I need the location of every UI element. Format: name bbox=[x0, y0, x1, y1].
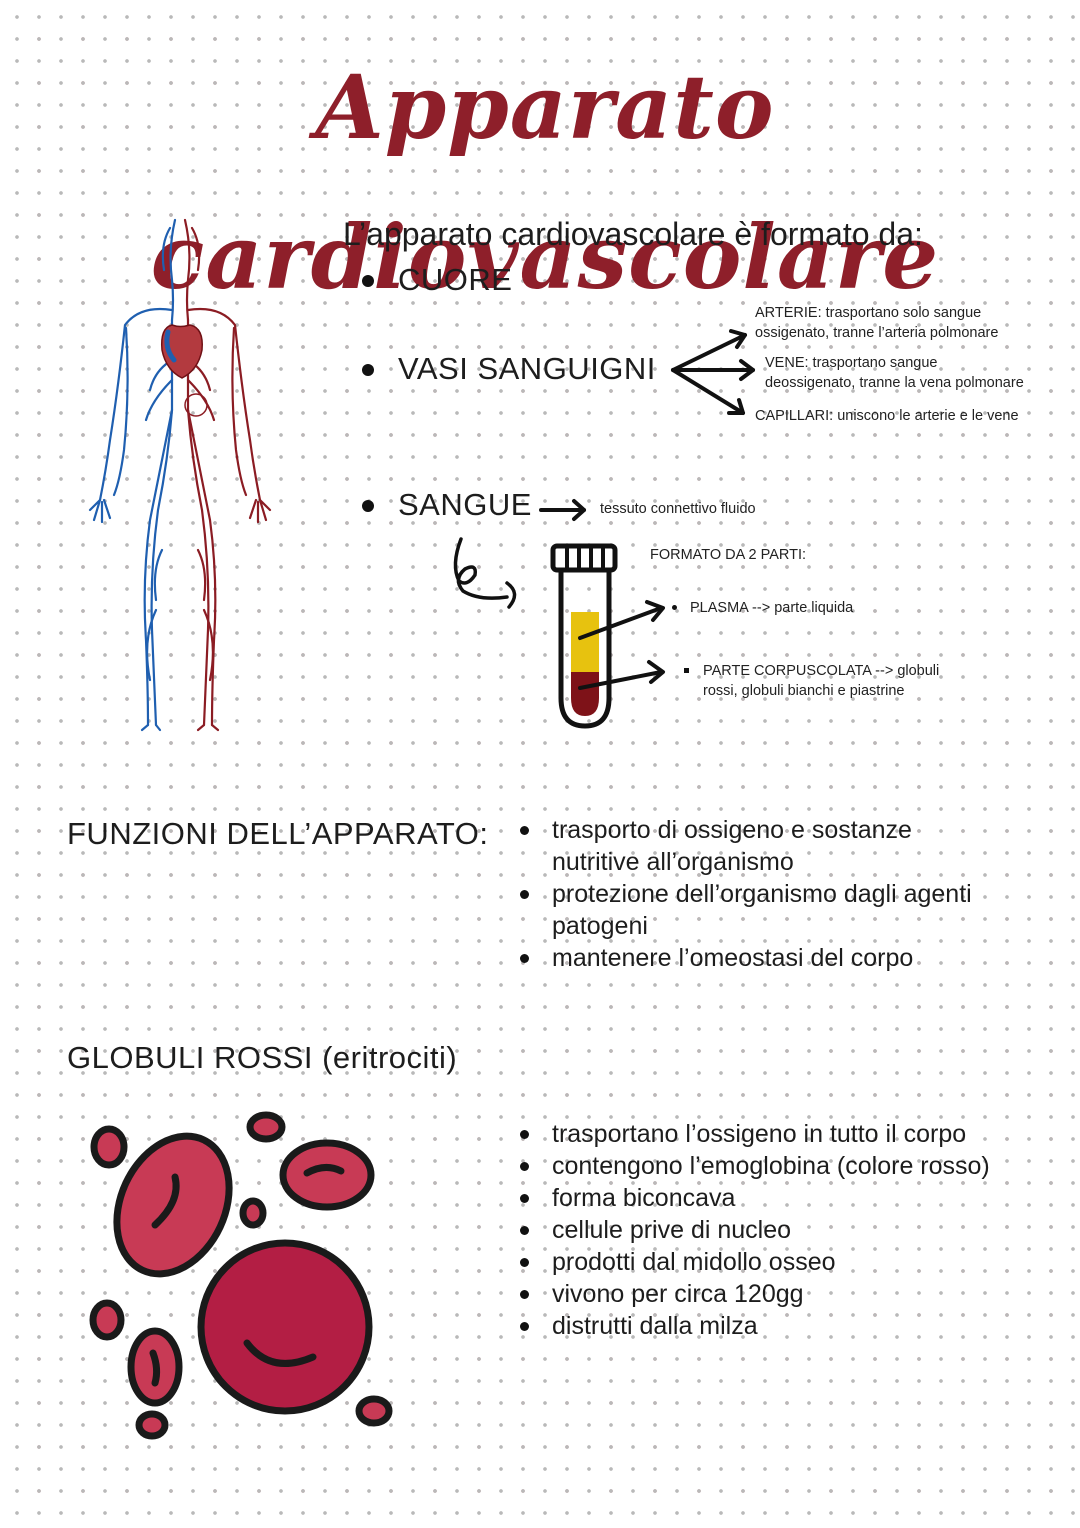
vessels-branch-arrows bbox=[671, 329, 755, 415]
bullet-dot bbox=[362, 500, 374, 512]
capillaries-description: CAPILLARI: uniscono le arterie e le vene bbox=[755, 408, 1019, 424]
bullet-dot bbox=[672, 605, 677, 610]
arteries-description: ARTERIE: trasportano solo sangue ossigen… bbox=[755, 305, 999, 341]
arteries-drawing bbox=[183, 218, 272, 732]
heart-drawing bbox=[160, 324, 208, 417]
functions-list: trasporto di ossigeno e sostanze nutriti… bbox=[520, 814, 990, 974]
blood-composition-title: FORMATO DA 2 PARTI: bbox=[650, 547, 807, 563]
red-blood-cells-illustration bbox=[89, 1111, 393, 1440]
blood-arrow bbox=[539, 499, 586, 521]
list-item: prodotti dal midollo osseo bbox=[520, 1246, 1040, 1278]
list-item: trasportano l’ossigeno in tutto il corpo bbox=[520, 1118, 1040, 1150]
component-blood: SANGUE bbox=[398, 487, 532, 522]
list-item: cellule prive di nucleo bbox=[520, 1214, 1040, 1246]
component-vessels: VASI SANGUIGNI bbox=[398, 351, 656, 386]
bullet-dot bbox=[362, 364, 374, 376]
plasma-text: PLASMA --> parte liquida bbox=[690, 600, 854, 616]
functions-title: FUNZIONI DELL’APPARATO: bbox=[67, 816, 489, 851]
corpuscular-text: PARTE CORPUSCOLATA --> globuli rossi, gl… bbox=[703, 663, 940, 699]
list-item: distrutti dalla milza bbox=[520, 1310, 1040, 1342]
bullet-dot bbox=[684, 668, 689, 673]
blood-definition: tessuto connettivo fluido bbox=[600, 501, 756, 517]
curly-arrow bbox=[453, 537, 517, 609]
component-heart: CUORE bbox=[398, 262, 513, 297]
list-item: forma biconcava bbox=[520, 1182, 1040, 1214]
veins-drawing bbox=[88, 218, 177, 732]
page-title: Apparato cardiovascolare bbox=[150, 55, 940, 309]
intro-text: L’apparato cardiovascolare è formato da: bbox=[343, 216, 923, 252]
red-cells-list: trasportano l’ossigeno in tutto il corpo… bbox=[520, 1118, 1040, 1342]
list-item: protezione dell’organismo dagli agenti p… bbox=[520, 878, 990, 942]
bullet-dot bbox=[362, 275, 374, 287]
tube-arrows bbox=[578, 600, 665, 690]
test-tube-icon bbox=[550, 543, 618, 729]
list-item: trasporto di ossigeno e sostanze nutriti… bbox=[520, 814, 990, 878]
circulatory-system-illustration bbox=[88, 218, 272, 732]
veins-description: VENE: trasportano sangue deossigenato, t… bbox=[765, 355, 1024, 391]
list-item: vivono per circa 120gg bbox=[520, 1278, 1040, 1310]
red-cells-title: GLOBULI ROSSI (eritrociti) bbox=[67, 1040, 458, 1075]
list-item: mantenere l’omeostasi del corpo bbox=[520, 942, 990, 974]
list-item: contengono l’emoglobina (colore rosso) bbox=[520, 1150, 1040, 1182]
